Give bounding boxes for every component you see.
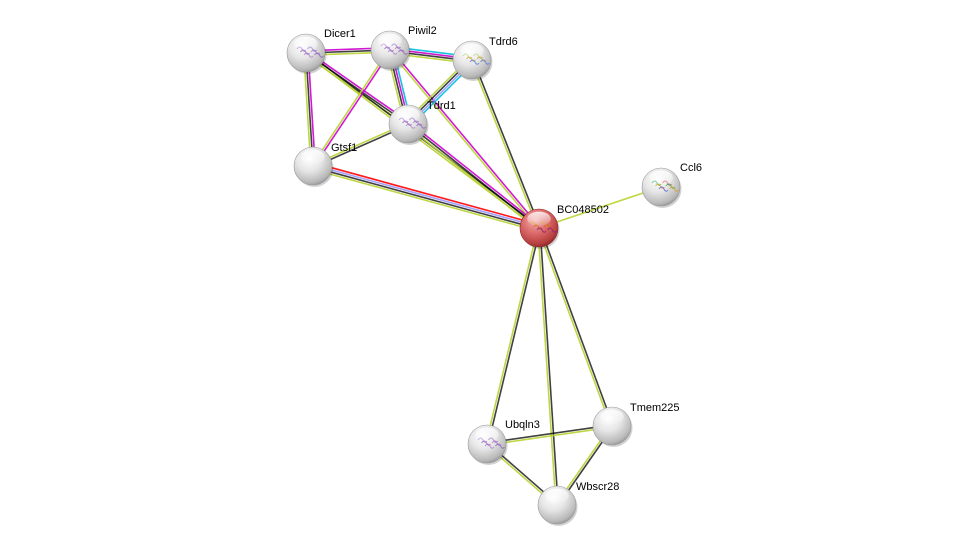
node-highlight <box>396 107 420 123</box>
node-gtsf1[interactable]: Gtsf1 <box>293 142 357 187</box>
edge-Tdrd1-BC048502[interactable] <box>406 121 541 231</box>
node-label: Piwil2 <box>408 25 437 37</box>
edge-BC048502-Ccl6[interactable] <box>538 186 662 229</box>
node-label: Gtsf1 <box>331 142 357 154</box>
node-highlight <box>527 211 551 227</box>
edge-evidence-textmining <box>538 186 662 229</box>
edge-evidence-experiments <box>390 48 541 228</box>
node-tmem225[interactable]: Tmem225 <box>592 402 680 447</box>
node-label: Ccl6 <box>680 162 702 174</box>
node-highlight <box>294 36 318 52</box>
edge-evidence-coexpression <box>486 424 612 444</box>
edge-evidence-coexpression <box>472 59 541 228</box>
node-label: Dicer1 <box>324 28 356 40</box>
node-highlight <box>475 427 499 443</box>
edge-BC048502-Wbscr28[interactable] <box>537 227 559 506</box>
edge-Gtsf1-BC048502[interactable] <box>311 162 541 232</box>
edge-evidence-textmining <box>311 168 539 232</box>
edge-Piwil2-BC048502[interactable] <box>388 48 541 230</box>
edge-evidence-textmining <box>537 228 612 427</box>
edge-evidence-textmining <box>406 125 539 231</box>
edge-evidence-coexpression <box>539 227 559 505</box>
edge-Ubqln3-Tmem225[interactable] <box>486 424 613 446</box>
edge-evidence-coexpression <box>407 123 540 229</box>
node-highlight <box>301 149 325 165</box>
edge-evidence-textmining <box>311 48 390 166</box>
edge-evidence-textmining <box>537 228 557 506</box>
edge-evidence-textmining <box>470 60 539 229</box>
edge-evidence-textmining <box>487 426 613 446</box>
node-label: Tdrd1 <box>427 100 456 112</box>
node-tdrd6[interactable]: Tdrd6 <box>452 36 518 81</box>
node-highlight <box>460 43 484 59</box>
node-label: Wbscr28 <box>576 481 619 493</box>
node-highlight <box>649 170 673 186</box>
node-label: Ubqln3 <box>505 419 540 431</box>
edge-Tdrd6-BC048502[interactable] <box>470 59 541 229</box>
edge-evidence-coexpression <box>487 228 541 445</box>
edge-evidence-textmining <box>485 227 539 444</box>
edge-evidence-coexpression <box>539 227 614 426</box>
node-highlight <box>545 488 569 504</box>
node-wbscr28[interactable]: Wbscr28 <box>537 481 619 526</box>
edge-evidence-textmining <box>388 50 539 230</box>
edge-evidence-experiments <box>313 50 392 168</box>
edge-evidence-homology <box>313 164 540 228</box>
node-bc048502[interactable]: BC048502 <box>519 204 609 249</box>
node-highlight <box>600 409 624 425</box>
edge-evidence-experiments <box>306 50 410 123</box>
edge-Piwil2-Gtsf1[interactable] <box>311 48 392 168</box>
node-label: Tmem225 <box>630 402 680 414</box>
node-ccl6[interactable]: Ccl6 <box>641 162 702 208</box>
edge-BC048502-Tmem225[interactable] <box>537 227 614 427</box>
node-piwil2[interactable]: Piwil2 <box>370 25 437 71</box>
edge-evidence-neighborhood <box>313 162 541 226</box>
node-ubqln3[interactable]: Ubqln3 <box>467 419 540 465</box>
node-label: BC048502 <box>557 204 609 216</box>
node-label: Tdrd6 <box>489 36 518 48</box>
edge-BC048502-Ubqln3[interactable] <box>485 227 541 445</box>
node-dicer1[interactable]: Dicer1 <box>286 28 356 74</box>
node-tdrd1[interactable]: Tdrd1 <box>388 100 456 145</box>
node-highlight <box>378 33 402 49</box>
edge-evidence-coexpression <box>312 166 539 230</box>
edge-evidence-experiments <box>408 121 541 227</box>
